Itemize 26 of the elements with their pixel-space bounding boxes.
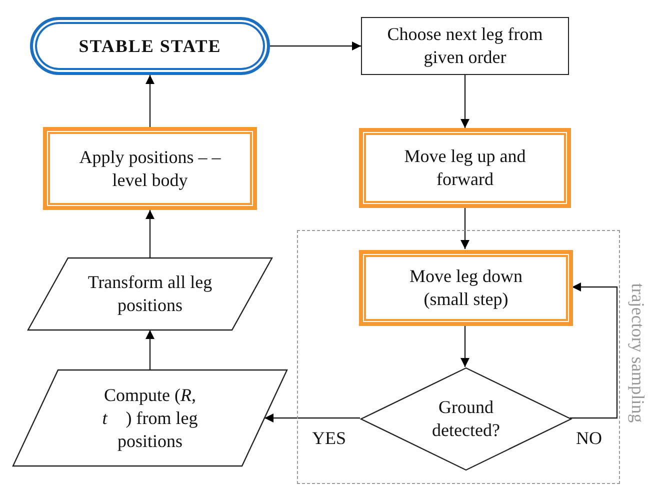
node-text: Ground detected? — [431, 396, 501, 442]
action-box — [359, 128, 571, 208]
arrow — [264, 414, 360, 422]
node-text: Move leg up and forward — [403, 145, 527, 191]
arrow — [146, 330, 154, 370]
node-text: Move leg down (small step) — [408, 265, 524, 311]
arrow — [460, 75, 470, 128]
arrow — [460, 325, 470, 367]
node-text: Choose next leg from given order — [386, 23, 544, 69]
arrow — [146, 75, 154, 127]
action-box — [43, 127, 257, 210]
arrow — [570, 282, 618, 419]
decision-diamond — [361, 368, 571, 470]
process-box — [361, 17, 569, 75]
action-box — [359, 250, 573, 326]
node-text: Apply positions – – level body — [78, 146, 222, 192]
terminal-box — [30, 17, 270, 75]
node-text: Compute (R, t⃗ ) from leg positions — [101, 384, 199, 452]
arrow — [270, 42, 361, 50]
group-heading: trajectory sampling — [627, 282, 649, 425]
node-text: Transform all leg positions — [86, 271, 214, 317]
arrow — [146, 210, 154, 258]
arrow — [460, 208, 470, 249]
io-parallelogram — [28, 258, 272, 330]
io-parallelogram — [13, 370, 287, 466]
node-text: STABLE STATE — [78, 34, 222, 58]
